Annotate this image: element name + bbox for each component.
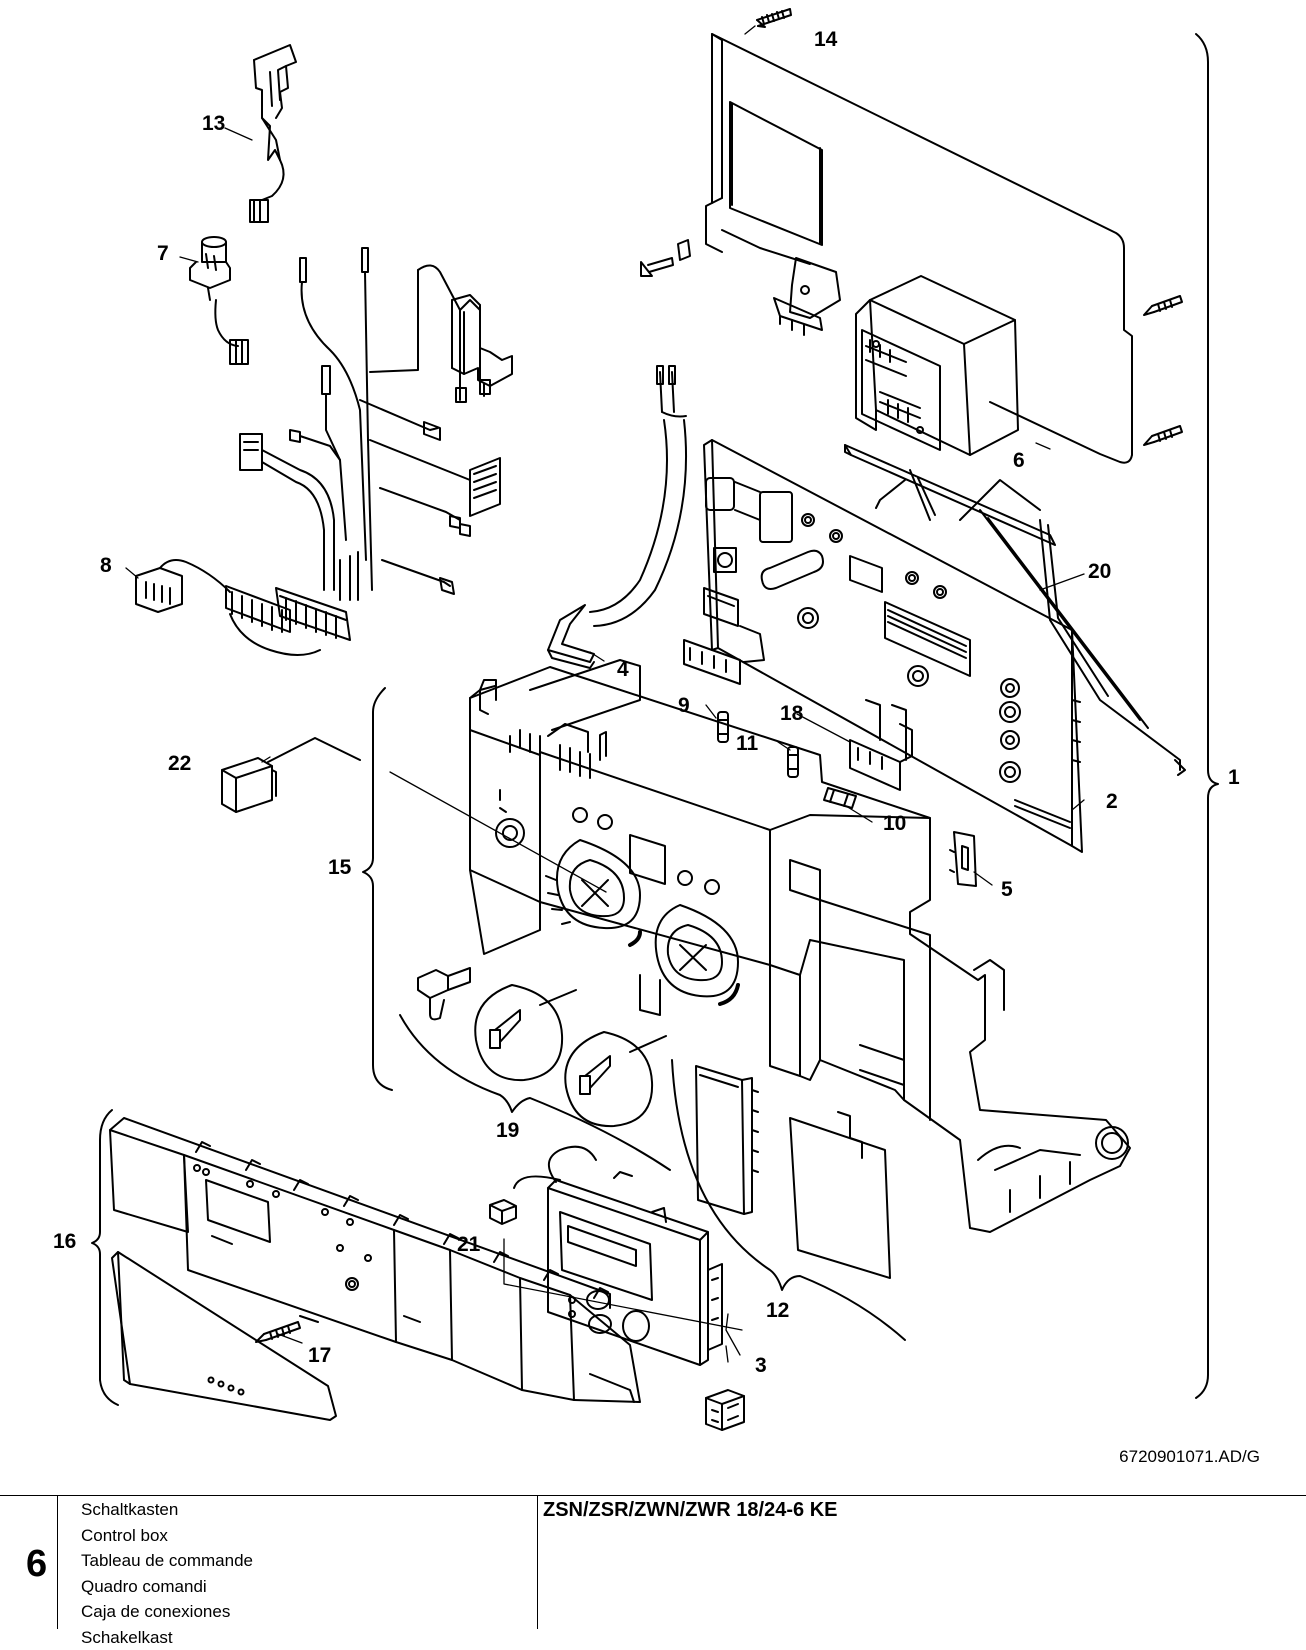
bracket-15 xyxy=(363,688,392,1090)
callout-12: 12 xyxy=(766,1299,789,1322)
callout-5: 5 xyxy=(1001,878,1013,901)
mount-bracket xyxy=(774,258,840,335)
caption-footer: 6 Schaltkasten Control box Tableau de co… xyxy=(0,1495,1306,1629)
footer-divider-left xyxy=(57,1496,58,1629)
fuse-11 xyxy=(788,747,798,777)
callout-2: 2 xyxy=(1106,790,1118,813)
model-designation: ZSN/ZSR/ZWN/ZWR 18/24-6 KE xyxy=(543,1499,837,1522)
front-panel-16 xyxy=(110,1118,640,1402)
rail-20 xyxy=(845,445,1185,775)
callout-13: 13 xyxy=(202,112,225,135)
connector-3 xyxy=(706,1390,744,1430)
housing-15 xyxy=(470,660,1130,1232)
connector-18 xyxy=(850,700,912,790)
transformer-6 xyxy=(856,276,1018,455)
callout-9: 9 xyxy=(678,694,690,717)
cable-4 xyxy=(548,366,686,668)
side-screw-upper xyxy=(1144,296,1182,315)
bracket-screw-small xyxy=(641,240,690,276)
front-cover-plate xyxy=(112,1252,336,1420)
cover-22 xyxy=(222,738,360,812)
callout-22: 22 xyxy=(168,752,191,775)
title-it: Quadro comandi xyxy=(81,1574,253,1600)
title-es: Caja de conexiones xyxy=(81,1599,253,1625)
title-de: Schaltkasten xyxy=(81,1497,253,1523)
callout-4: 4 xyxy=(617,658,629,681)
covers-12 xyxy=(696,1066,890,1278)
callout-6: 6 xyxy=(1013,449,1025,472)
callout-15: 15 xyxy=(328,856,352,879)
callout-3: 3 xyxy=(755,1354,767,1377)
screw-17 xyxy=(256,1322,300,1342)
clip-5 xyxy=(950,832,976,886)
callout-19: 19 xyxy=(496,1119,519,1142)
fuse-9 xyxy=(718,712,728,742)
title-fr: Tableau de commande xyxy=(81,1548,253,1574)
callout-17: 17 xyxy=(308,1344,331,1367)
leader-lines xyxy=(126,26,1084,1362)
callout-20: 20 xyxy=(1088,560,1111,583)
callout-8: 8 xyxy=(100,554,112,577)
harness-13 xyxy=(250,45,296,222)
section-number: 6 xyxy=(26,1543,47,1586)
exploded-parts-diagram: 1 2 3 4 5 6 7 8 9 10 11 12 13 14 15 16 1… xyxy=(0,0,1306,1480)
callout-21: 21 xyxy=(457,1233,481,1256)
backplate xyxy=(712,34,1132,463)
display-module-21 xyxy=(490,1147,722,1365)
harness-main xyxy=(136,248,512,655)
callout-1: 1 xyxy=(1228,766,1240,789)
bracket-12 xyxy=(672,1060,905,1340)
bracket-1 xyxy=(1196,34,1218,1398)
callout-18: 18 xyxy=(780,702,804,725)
pcb-2 xyxy=(684,440,1082,852)
callout-14: 14 xyxy=(814,28,838,51)
bracket-19 xyxy=(400,1015,670,1170)
callout-11: 11 xyxy=(736,732,759,755)
footer-divider-right xyxy=(537,1496,538,1629)
callout-16: 16 xyxy=(53,1230,76,1253)
side-screw-lower xyxy=(1144,426,1182,445)
screw-14 xyxy=(757,9,791,27)
title-en: Control box xyxy=(81,1523,253,1549)
title-nl: Schakelkast xyxy=(81,1625,253,1650)
section-titles: Schaltkasten Control box Tableau de comm… xyxy=(81,1497,253,1650)
document-number: 6720901071.AD/G xyxy=(1119,1447,1260,1467)
sensor-7 xyxy=(190,237,248,364)
callout-10: 10 xyxy=(883,812,906,835)
bracket-16 xyxy=(92,1110,118,1405)
callout-7: 7 xyxy=(157,242,169,265)
